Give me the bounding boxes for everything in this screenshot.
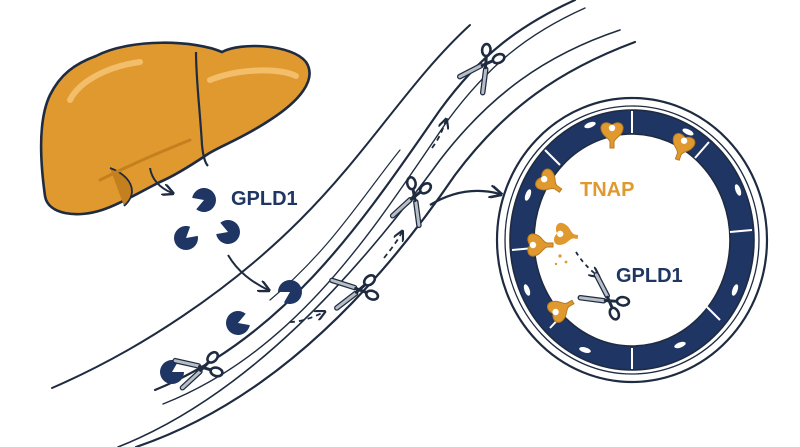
gpld1-label-left: GPLD1 — [231, 188, 298, 210]
arrow-icon — [383, 232, 402, 259]
gpld1-label-right: GPLD1 — [616, 265, 683, 287]
arrow-icon — [227, 254, 268, 290]
anchored-protein-icon — [553, 222, 579, 245]
pacman-enzyme-icon — [190, 184, 220, 215]
scissors-icon — [460, 40, 509, 93]
arrow-icon — [575, 251, 598, 276]
tnap-label: TNAP — [580, 179, 634, 201]
scissors-icon — [393, 174, 435, 225]
scissors-icon — [332, 273, 381, 309]
pacman-enzyme-icon — [214, 217, 244, 248]
liver-icon — [39, 41, 311, 216]
arrow-icon — [149, 167, 172, 193]
pacman-enzyme-icon — [169, 222, 202, 255]
arrow-icon — [429, 191, 500, 206]
arrow-icon — [289, 312, 324, 323]
pacman-enzyme-icon — [222, 308, 252, 339]
pacman-enzyme-icon — [274, 275, 307, 308]
vessel-cross-section-icon — [495, 96, 769, 384]
arrow-icon — [431, 120, 446, 149]
